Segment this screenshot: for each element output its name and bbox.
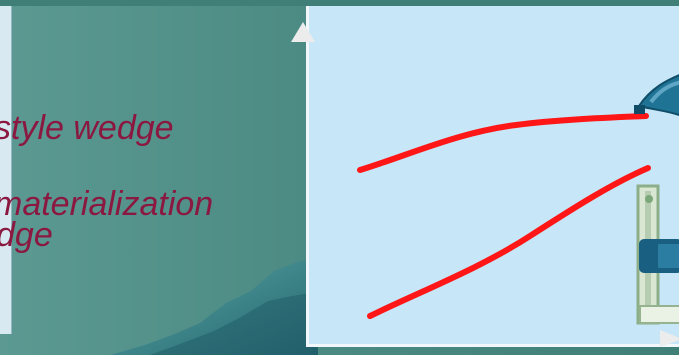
mountain-shade	[150, 292, 318, 355]
slide-text-line-3: dge	[0, 216, 53, 254]
clip-icon	[636, 184, 679, 325]
toothpaste-tube-icon	[634, 74, 679, 117]
right-arrow-icon	[660, 330, 679, 347]
lower-curve	[367, 165, 651, 319]
top-bar	[0, 0, 679, 6]
up-arrow-icon	[291, 22, 315, 42]
mountain-shape	[110, 258, 318, 355]
diagram-panel	[291, 6, 679, 347]
left-edge-panel	[0, 6, 12, 334]
diagram-svg	[291, 22, 679, 347]
slide-text-line-2: materialization	[0, 185, 214, 223]
upper-curve	[357, 113, 649, 173]
slide-text-line-1: style wedge	[0, 109, 174, 147]
